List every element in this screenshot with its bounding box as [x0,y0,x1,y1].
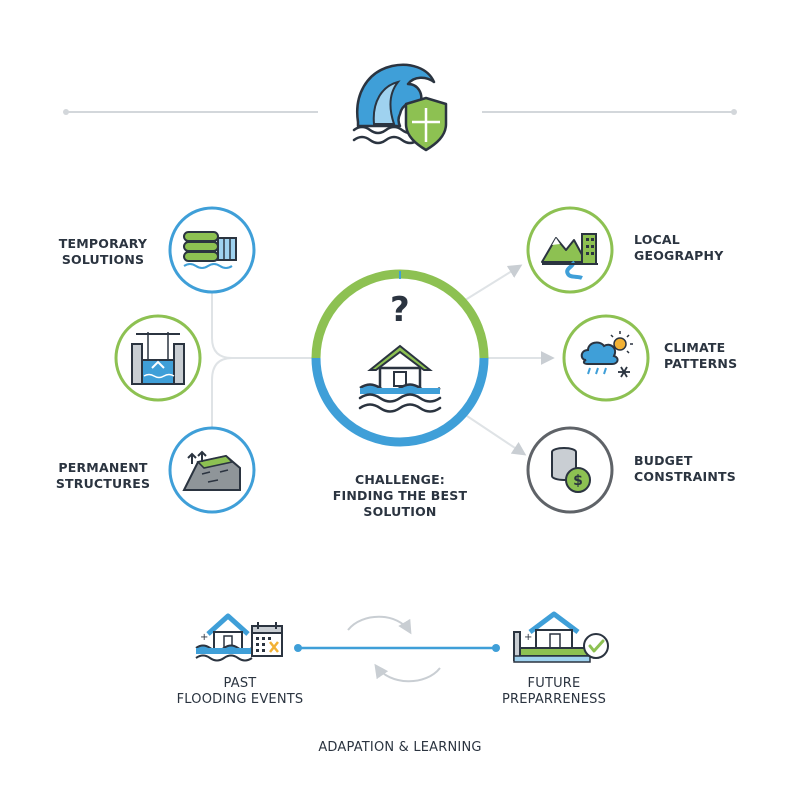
center-ring [311,269,489,447]
landscape-city-icon [541,233,598,280]
wave-shield-icon [352,63,448,152]
label-line: TEMPORARY [58,236,148,251]
weather-icon [580,331,633,378]
protected-house-icon: + [513,611,609,663]
label-climate-patterns: CLIMATE PATTERNS [664,340,774,372]
left-connectors [211,292,318,432]
label-line: PATTERNS [664,356,738,371]
label-line: CHALLENGE: [354,472,446,487]
label-line: CLIMATE [664,340,726,355]
challenge-caption: CHALLENGE: FINDING THE BEST SOLUTION [320,472,480,520]
label-line: PAST [223,676,257,691]
label-future-preparedness: FUTURE PREPARRENESS [484,676,624,708]
svg-text:$: $ [573,473,583,489]
label-budget-constraints: BUDGET CONSTRAINTS [634,453,764,485]
label-line: PERMANENT [58,460,148,475]
left-node-1 [168,206,256,294]
cycle-connector [294,615,500,683]
flooded-house-icon [358,344,442,413]
left-node-3 [168,426,256,514]
label-line: FUTURE [527,676,581,691]
question-mark: ? [390,290,410,330]
floodgate-icon [131,332,185,385]
label-line: FLOODING EVENTS [176,692,304,707]
left-node-2 [114,314,202,402]
label-local-geography: LOCAL GEOGRAPHY [634,232,754,264]
right-node-2 [562,314,650,402]
header-divider [63,109,737,115]
flood-calendar-icon: + [195,613,283,662]
svg-text:+: + [200,632,208,643]
label-line: GEOGRAPHY [634,248,724,263]
label-line: SOLUTION [363,504,437,519]
right-node-1 [526,206,614,294]
label-line: FINDING THE BEST [332,488,468,503]
sandbag-barrier-icon [183,231,237,269]
label-line: BUDGET [634,453,693,468]
label-line: LOCAL [634,232,680,247]
label-permanent-structures: PERMANENT STRUCTURES [44,460,162,492]
label-line: SOLUTIONS [61,252,145,267]
svg-text:+: + [524,632,532,643]
levee-embankment-icon [182,450,241,491]
label-past-flooding-events: PAST FLOODING EVENTS [170,676,310,708]
right-node-3: $ [526,426,614,514]
right-connectors [461,264,555,456]
label-temporary-solutions: TEMPORARY SOLUTIONS [48,236,158,268]
label-line: CONSTRAINTS [634,469,736,484]
label-line: PREPARRENESS [501,692,607,707]
adaptation-learning-caption: ADAPATION & LEARNING [318,740,482,755]
label-line: STRUCTURES [55,476,151,491]
coins-dollar-icon: $ [551,447,591,493]
